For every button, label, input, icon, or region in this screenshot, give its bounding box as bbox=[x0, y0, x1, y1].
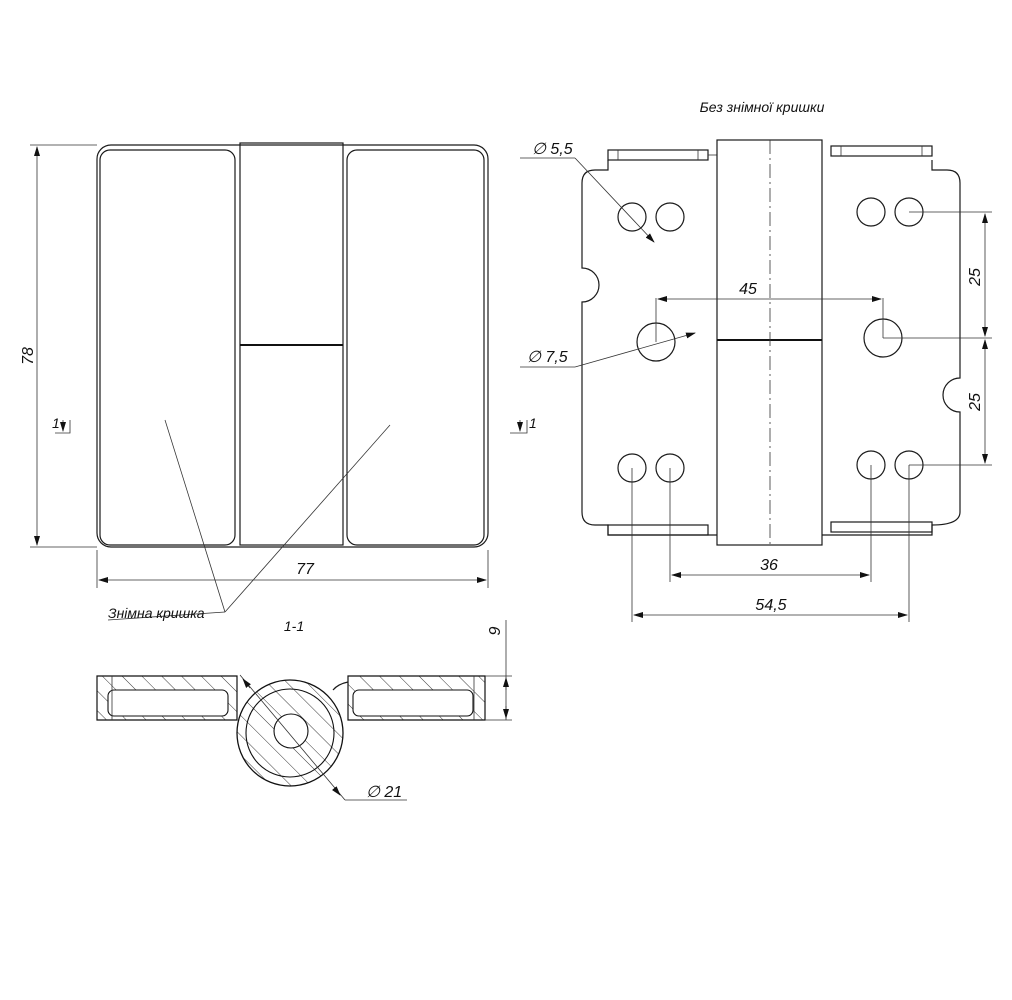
left-cover-panel bbox=[99, 149, 236, 546]
knuckle bbox=[716, 139, 823, 546]
vertical-spacing-upper: 25 bbox=[967, 268, 984, 287]
hinge-plate-outline bbox=[581, 160, 961, 536]
front-view: 78 77 1 1 Знімна кришка bbox=[20, 142, 537, 621]
section-mark-left: 1 bbox=[52, 415, 60, 431]
large-hole-diameter: ∅ 7,5 bbox=[527, 349, 568, 366]
thickness-dimension: 9 bbox=[487, 626, 504, 635]
height-dimension: 78 bbox=[20, 347, 37, 365]
section-title: 1-1 bbox=[284, 618, 304, 634]
width-dimension: 77 bbox=[296, 561, 315, 578]
knuckle-diameter: ∅ 21 bbox=[366, 784, 402, 801]
vertical-spacing-lower: 25 bbox=[967, 393, 984, 412]
rear-view: Без знімної кришки ∅ 5,5 ∅ 7,5 45 bbox=[520, 99, 992, 622]
section-mark-right: 1 bbox=[529, 415, 537, 431]
rear-view-title: Без знімної кришки bbox=[700, 99, 825, 115]
hinge-outline bbox=[96, 144, 489, 548]
large-hole-spacing: 45 bbox=[739, 281, 757, 298]
inner-hole-spacing: 36 bbox=[760, 557, 778, 574]
cover-label: Знімна кришка bbox=[108, 605, 205, 621]
small-hole-diameter: ∅ 5,5 bbox=[532, 141, 573, 158]
right-cover-panel bbox=[346, 149, 485, 546]
section-view: 1-1 ∅ 21 9 bbox=[96, 618, 512, 801]
outer-hole-spacing: 54,5 bbox=[755, 597, 786, 614]
